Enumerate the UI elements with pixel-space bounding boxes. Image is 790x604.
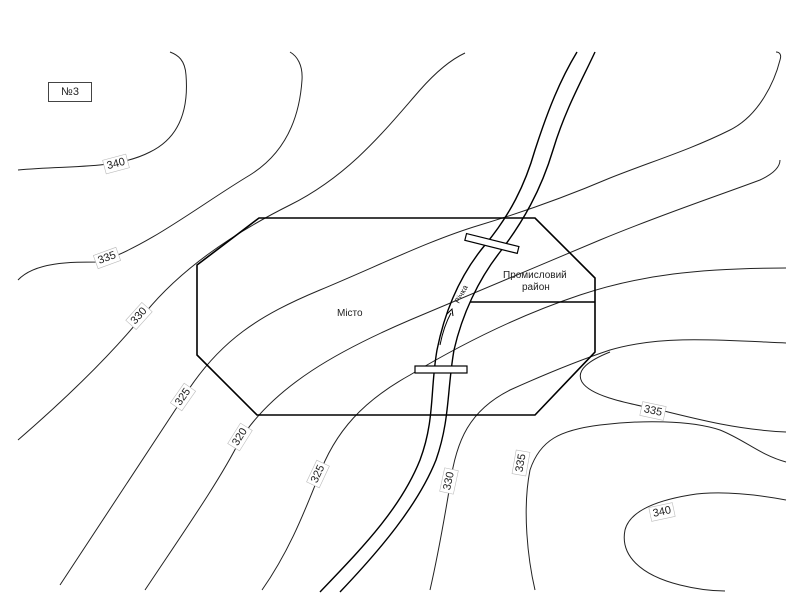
contour-320 <box>144 159 781 591</box>
contour-330-east <box>429 339 787 591</box>
contour-label-330-west: 330 <box>125 301 153 331</box>
contour-label-text: 335 <box>513 453 528 473</box>
contour-label-325-east: 325 <box>306 459 330 489</box>
bridge-south <box>414 365 468 374</box>
contour-label-320: 320 <box>227 422 253 452</box>
contour-label-text: 330 <box>441 471 457 491</box>
contour-label-text: 335 <box>643 403 663 419</box>
contour-label-text: 335 <box>96 249 117 267</box>
industrial-district-label-line1: Промисловий <box>503 270 567 281</box>
industrial-district-label-line2: район <box>522 282 550 293</box>
river-name: Річка <box>453 283 470 305</box>
contour-335-west <box>17 51 303 281</box>
contour-label-325-west: 325 <box>169 382 197 412</box>
bridge-north <box>464 232 520 255</box>
contour-label-335-east: 335 <box>639 401 667 421</box>
contour-335-southeast <box>525 421 787 591</box>
river <box>319 51 596 593</box>
river-west-bank <box>319 51 578 593</box>
contour-label-340-east: 340 <box>648 502 676 522</box>
contour-340-west <box>17 51 187 171</box>
map-number-badge: №3 <box>48 82 92 102</box>
city-label: Місто <box>337 308 363 319</box>
contour-label-text: 340 <box>106 156 127 172</box>
river-flow-arrowhead-icon <box>446 307 454 317</box>
contour-label-335-southeast: 335 <box>511 449 531 477</box>
city-boundary <box>196 217 596 416</box>
contour-label-330-east: 330 <box>439 467 459 495</box>
river-east-bank <box>339 51 596 593</box>
contour-340-east <box>623 492 787 592</box>
contour-label-text: 340 <box>652 504 672 520</box>
contour-label-340-west: 340 <box>102 153 130 175</box>
contour-labels: 340 335 330 325 320 325 330 335 <box>92 153 676 522</box>
river-flow-arrow-icon <box>439 312 452 346</box>
contour-label-335-west: 335 <box>92 246 122 270</box>
contour-335-east <box>579 351 787 433</box>
